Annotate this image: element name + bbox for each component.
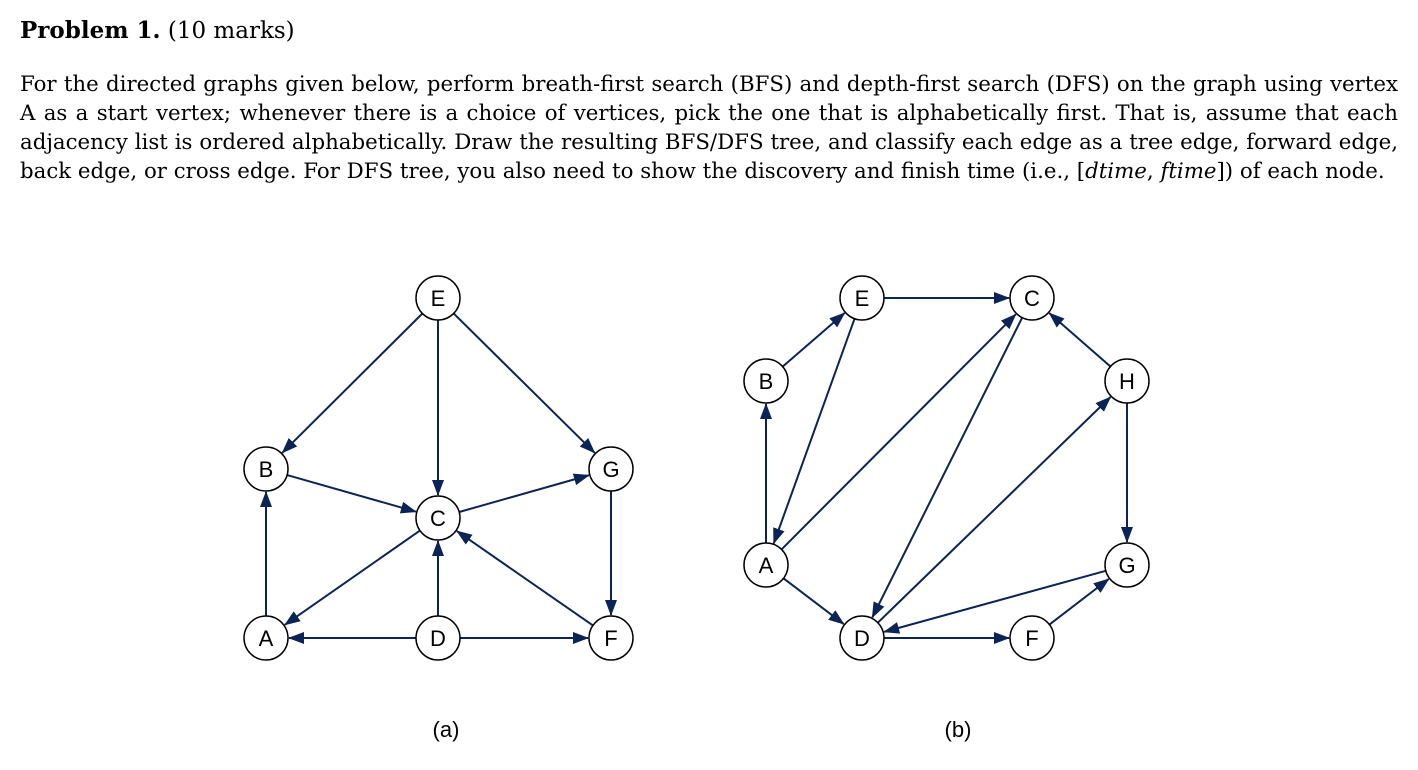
edge-b-a-c: [780, 313, 1017, 551]
node-a-b: B: [243, 446, 289, 492]
node-label: G: [602, 457, 619, 482]
problem-text-part1: For the directed graphs given below, per…: [20, 72, 1398, 184]
node-a-c: C: [415, 495, 461, 541]
node-circle: [839, 615, 885, 661]
node-circle: [588, 615, 634, 661]
node-b-d: D: [839, 615, 885, 661]
node-b-b: B: [743, 358, 789, 404]
node-label: F: [604, 626, 617, 651]
edge-a-e-g: [452, 312, 596, 454]
math-separator: ,: [1146, 159, 1161, 184]
problem-statement: For the directed graphs given below, per…: [20, 70, 1398, 186]
edge-a-b-c: [286, 474, 417, 514]
problem-title: Problem 1. (10 marks): [20, 16, 295, 46]
node-circle: [1104, 542, 1150, 588]
node-a-e: E: [415, 275, 461, 321]
node-label: G: [1118, 553, 1135, 578]
node-label: B: [759, 369, 774, 394]
node-circle: [1009, 615, 1055, 661]
node-a-f: F: [588, 615, 634, 661]
node-a-a: A: [243, 615, 289, 661]
node-circle: [743, 542, 789, 588]
node-b-f: F: [1009, 615, 1055, 661]
node-label: C: [430, 506, 446, 531]
node-label: B: [259, 457, 274, 482]
node-circle: [1104, 358, 1150, 404]
node-label: A: [259, 626, 274, 651]
node-label: C: [1024, 286, 1040, 311]
node-b-c: C: [1009, 275, 1055, 321]
edge-b-d-h: [877, 396, 1112, 624]
edge-a-c-g: [458, 473, 590, 513]
node-circle: [839, 275, 885, 321]
node-label: F: [1025, 626, 1038, 651]
edge-a-c-a: [284, 529, 421, 626]
edge-a-f-c: [456, 530, 594, 627]
node-label: E: [431, 286, 446, 311]
node-b-g: G: [1104, 542, 1150, 588]
node-circle: [588, 446, 634, 492]
math-ftime: ftime: [1160, 159, 1217, 184]
problem-text-part2: ]) of each node.: [1216, 159, 1385, 184]
node-label: E: [855, 286, 870, 311]
node-a-g: G: [588, 446, 634, 492]
node-circle: [415, 495, 461, 541]
node-b-a: A: [743, 542, 789, 588]
edge-b-f-g: [1048, 578, 1110, 626]
node-circle: [243, 615, 289, 661]
node-label: H: [1119, 369, 1135, 394]
node-label: D: [430, 626, 446, 651]
node-a-d: D: [415, 615, 461, 661]
node-circle: [415, 615, 461, 661]
node-circle: [415, 275, 461, 321]
node-label: D: [854, 626, 870, 651]
edge-b-a-d: [782, 577, 845, 625]
edge-b-e-a: [772, 318, 856, 545]
math-dtime: dtime: [1085, 159, 1147, 184]
edge-b-b-e: [781, 312, 846, 368]
graph-b: A B C D E F G H: [743, 275, 1150, 661]
node-circle: [243, 446, 289, 492]
edge-b-c-d: [871, 317, 1024, 619]
node-circle: [743, 358, 789, 404]
node-b-e: E: [839, 275, 885, 321]
caption-graph-b: (b): [945, 717, 972, 742]
caption-graph-a: (a): [433, 717, 460, 742]
edge-b-g-d: [883, 569, 1107, 634]
problem-marks: (10 marks): [167, 18, 295, 44]
edge-a-e-b: [281, 312, 424, 454]
graph-a: A B C D E F G: [243, 275, 634, 661]
problem-label: Problem 1.: [20, 17, 161, 44]
node-circle: [1009, 275, 1055, 321]
edge-b-h-c: [1048, 312, 1112, 368]
node-label: A: [759, 553, 774, 578]
node-b-h: H: [1104, 358, 1150, 404]
